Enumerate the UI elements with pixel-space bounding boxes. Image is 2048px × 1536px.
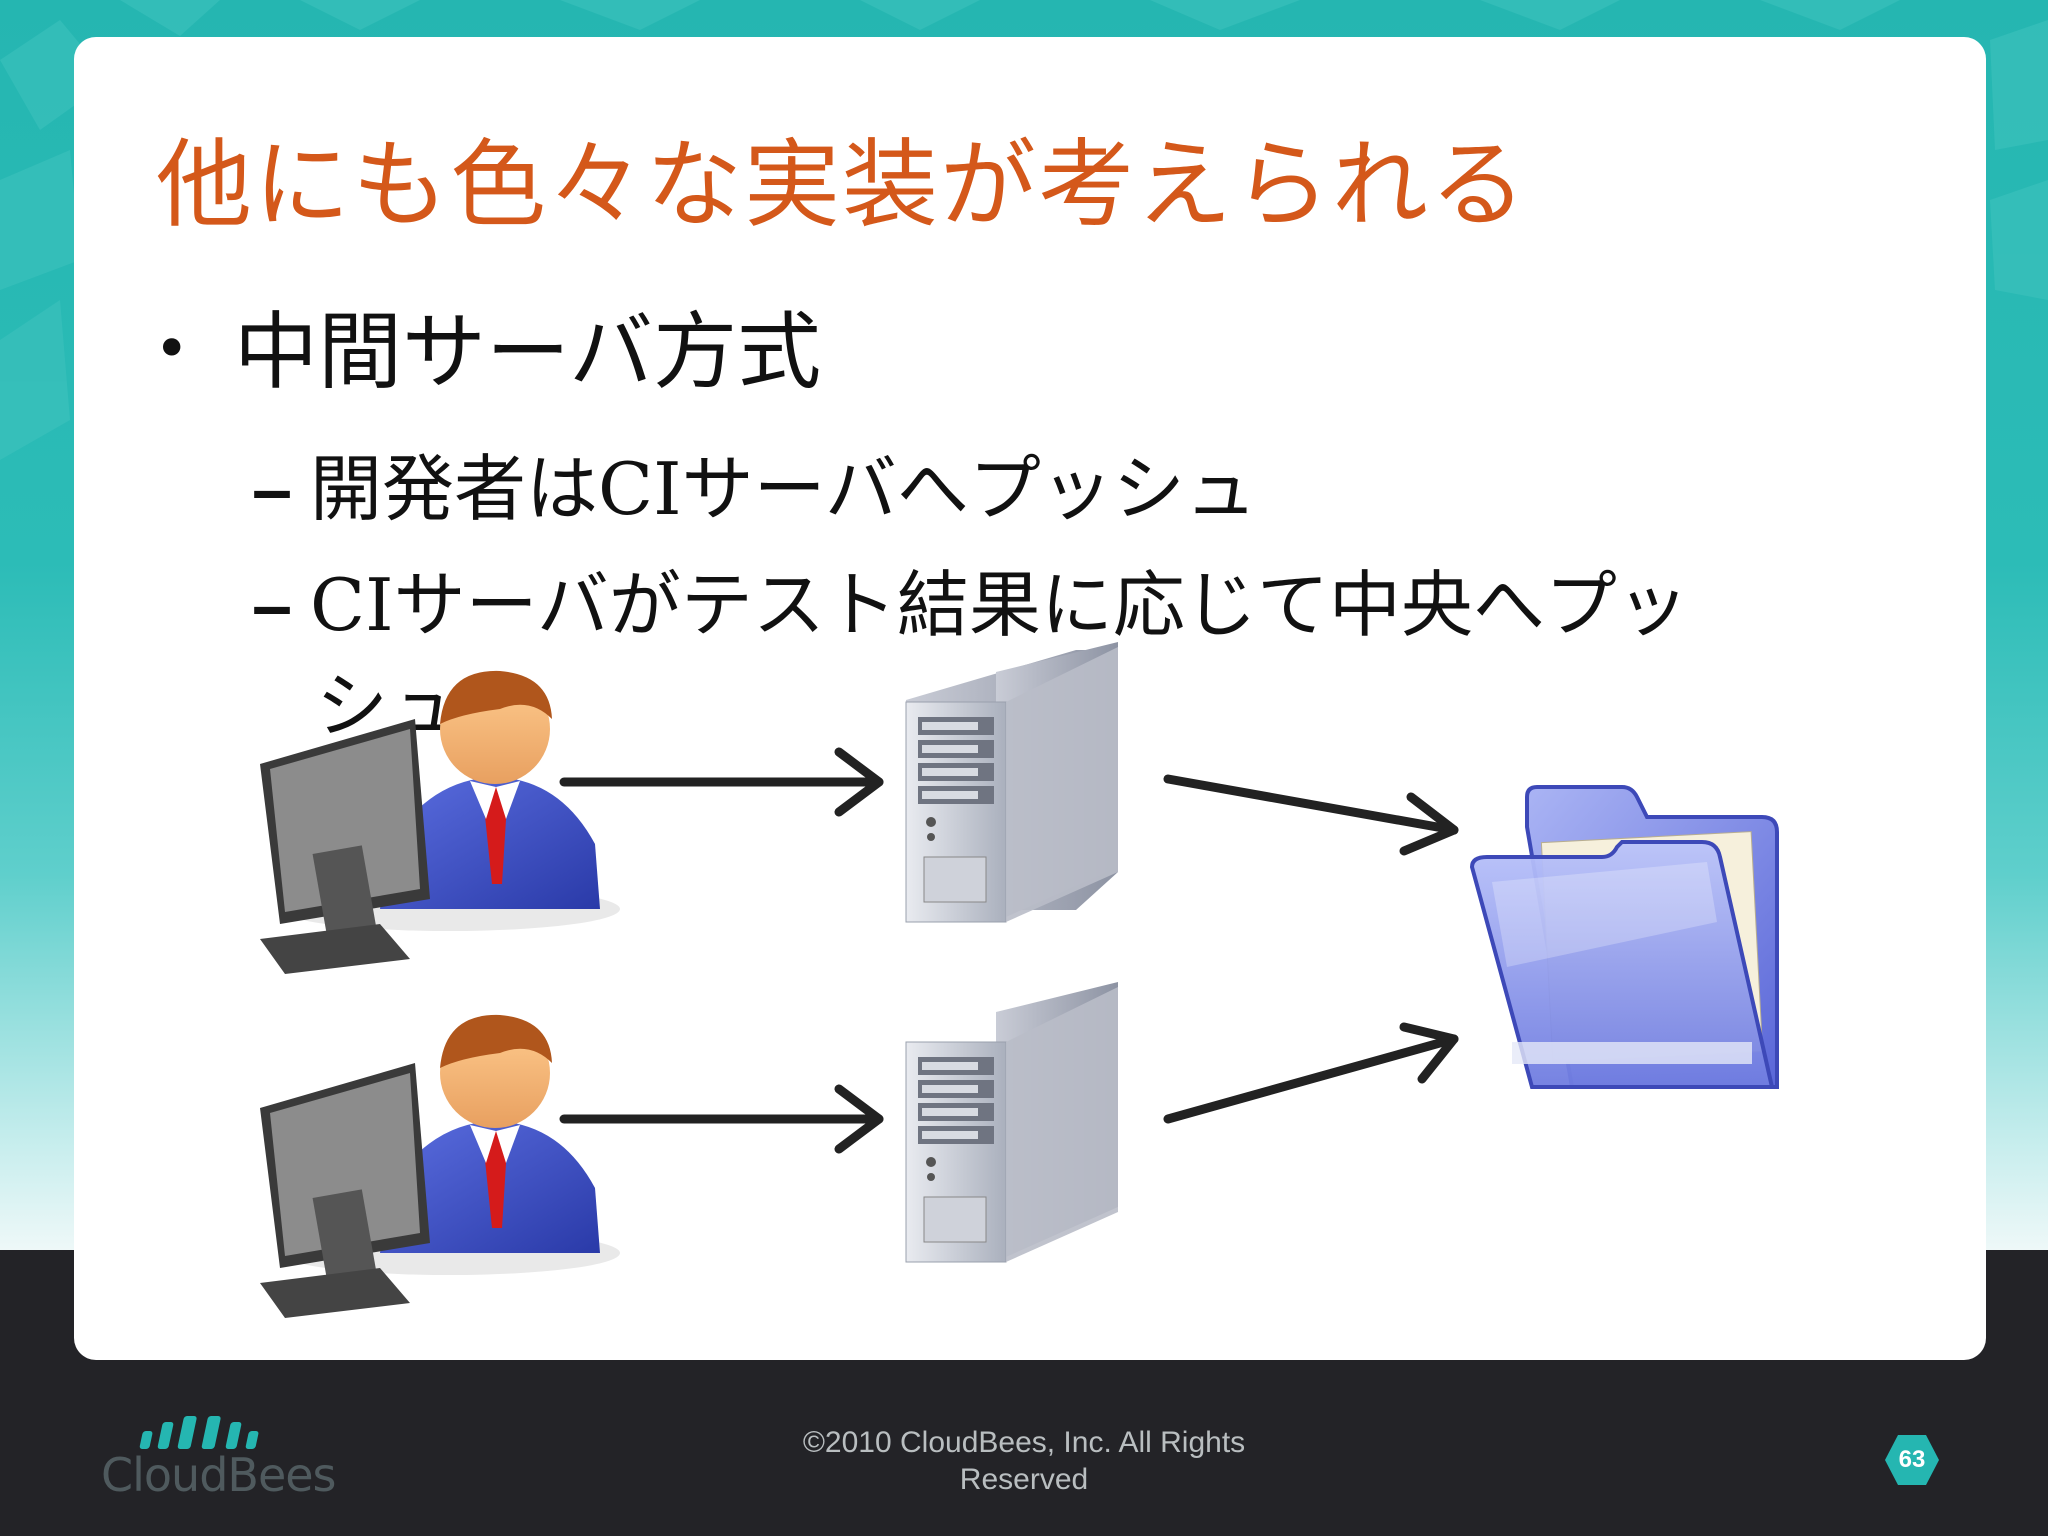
sub-bullet-item: –開発者はCIサーバへプッシュ [252,439,1932,540]
sub-bullet-text: 開発者はCIサーバへプッシュ [310,447,1257,531]
copyright-line: Reserved [959,1463,1089,1496]
bullet-marker: • [154,314,190,384]
developer-at-computer-icon [260,670,620,974]
arrow-right-icon [1163,774,1459,856]
page-number-badge [1885,1435,1939,1485]
page-number: 63 [1898,1446,1926,1473]
developer-at-computer-icon [260,1014,620,1318]
server-tower-icon [905,982,1118,1263]
bullet-item: • 中間サーバ方式 [154,285,821,406]
cloudbees-logo-icon [139,1416,259,1449]
open-folder-icon [1469,785,1779,1089]
sub-bullet-text: CIサーバがテスト結果に応じて中央へプッ [310,563,1689,647]
footer-logo-text: CloudBees [101,1448,337,1502]
workflow-illustration [260,642,1779,1318]
bullet-text: 中間サーバ方式 [234,303,822,401]
sub-bullet-marker: – [252,566,293,646]
copyright-line: ©2010 CloudBees, Inc. All Rights [802,1426,1246,1459]
slide-card: 他にも色々な実装が考えられる •中間サーバ方式 –開発者はCIサーバへプッシュ … [74,37,1986,1360]
server-tower-icon [905,642,1118,923]
arrow-right-icon [559,747,884,817]
arrow-right-icon [1163,1022,1459,1124]
arrow-right-icon [559,1084,884,1154]
slide-title: 他にも色々な実装が考えられる [156,129,1528,241]
footer-copyright: ©2010 CloudBees, Inc. All Rights Reserve… [724,1424,1324,1498]
sub-bullet-marker: – [252,450,293,530]
